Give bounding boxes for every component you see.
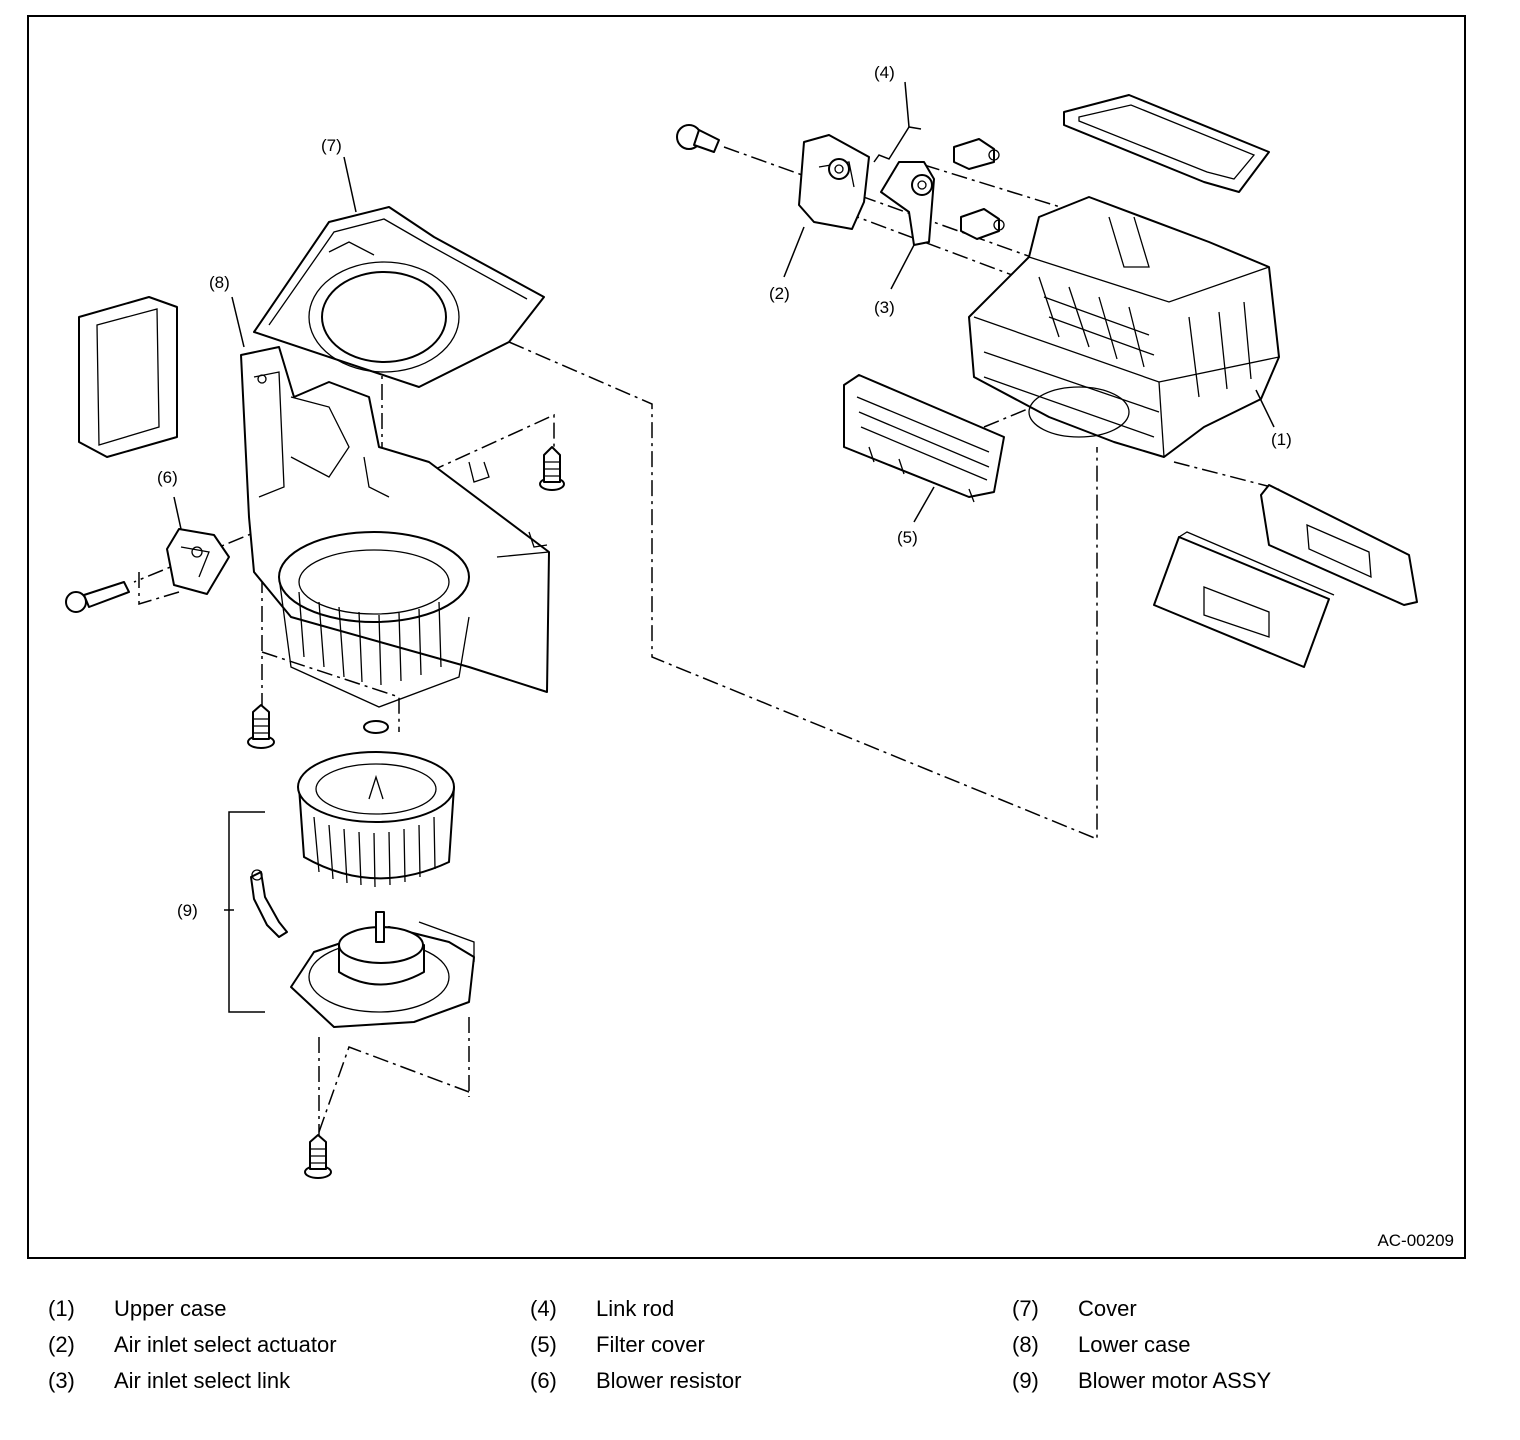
callout-7: (7) (321, 136, 342, 155)
callout-3: (3) (874, 298, 895, 317)
figure-code: AC-00209 (1377, 1231, 1454, 1250)
legend-label: Upper case (114, 1296, 227, 1321)
screw-actuator (676, 124, 720, 153)
screw-motor-bottom (304, 1134, 332, 1179)
upper-case-part (968, 196, 1280, 458)
callout-2: (2) (769, 284, 790, 303)
blower-motor-part (250, 869, 475, 1028)
legend-item: (2) Air inlet select actuator (48, 1332, 488, 1368)
callout-1: (1) (1271, 430, 1292, 449)
screw-lower-case-right (539, 446, 565, 491)
legend-label: Lower case (1078, 1332, 1191, 1357)
legend-column-3: (7) Cover (8) Lower case (9) Blower moto… (1012, 1296, 1472, 1404)
parts-legend: (1) Upper case (2) Air inlet select actu… (0, 1296, 1520, 1416)
legend-label: Link rod (596, 1296, 675, 1321)
bushing-lower (960, 208, 1005, 240)
legend-label: Blower resistor (596, 1368, 742, 1393)
bushing-upper (953, 138, 1000, 170)
legend-item: (7) Cover (1012, 1296, 1472, 1332)
callout-labels: (1) (2) (3) (4) (5) (6) (7) (8) (9) (157, 63, 1292, 920)
legend-number: (6) (530, 1368, 557, 1393)
legend-number: (4) (530, 1296, 557, 1321)
filter-right-lower (1153, 531, 1335, 668)
link-part (880, 161, 935, 246)
lower-case-part (240, 346, 550, 708)
screw-left (65, 581, 130, 613)
legend-label: Air inlet select link (114, 1368, 291, 1393)
legend-item: (6) Blower resistor (530, 1368, 970, 1404)
exploded-view-drawing: (1) (2) (3) (4) (5) (6) (7) (8) (9) (65, 63, 1418, 1179)
screw-lower-case-bottom (247, 704, 275, 749)
link-rod-part (873, 126, 922, 163)
blower-fan-part (297, 720, 455, 888)
legend-item: (3) Air inlet select link (48, 1368, 488, 1404)
callout-6: (6) (157, 468, 178, 487)
legend-number: (7) (1012, 1296, 1039, 1321)
legend-number: (2) (48, 1332, 75, 1357)
legend-number: (5) (530, 1332, 557, 1357)
legend-item: (5) Filter cover (530, 1332, 970, 1368)
seal-frame-top (1063, 94, 1270, 193)
exploded-view-figure: (1) (2) (3) (4) (5) (6) (7) (8) (9) AC-0… (27, 15, 1466, 1259)
legend-label: Filter cover (596, 1332, 705, 1357)
filter-right-upper (1260, 484, 1418, 606)
blower-resistor-part (166, 528, 230, 595)
legend-item: (9) Blower motor ASSY (1012, 1368, 1472, 1404)
legend-column-2: (4) Link rod (5) Filter cover (6) Blower… (530, 1296, 970, 1404)
legend-number: (9) (1012, 1368, 1039, 1393)
legend-number: (3) (48, 1368, 75, 1393)
legend-label: Blower motor ASSY (1078, 1368, 1272, 1393)
callout-5: (5) (897, 528, 918, 547)
filter-cover-part (843, 374, 1005, 503)
legend-item: (1) Upper case (48, 1296, 488, 1332)
actuator-part (798, 134, 870, 230)
filter-frame-left (78, 296, 178, 458)
callout-4: (4) (874, 63, 895, 82)
legend-label: Cover (1078, 1296, 1137, 1321)
callout-8: (8) (209, 273, 230, 292)
legend-item: (4) Link rod (530, 1296, 970, 1332)
callout-leader-lines (173, 81, 1275, 1013)
legend-column-1: (1) Upper case (2) Air inlet select actu… (48, 1296, 488, 1404)
cover-part (253, 206, 545, 388)
legend-label: Air inlet select actuator (114, 1332, 337, 1357)
callout-9: (9) (177, 901, 198, 920)
legend-number: (8) (1012, 1332, 1039, 1357)
legend-item: (8) Lower case (1012, 1332, 1472, 1368)
legend-number: (1) (48, 1296, 75, 1321)
